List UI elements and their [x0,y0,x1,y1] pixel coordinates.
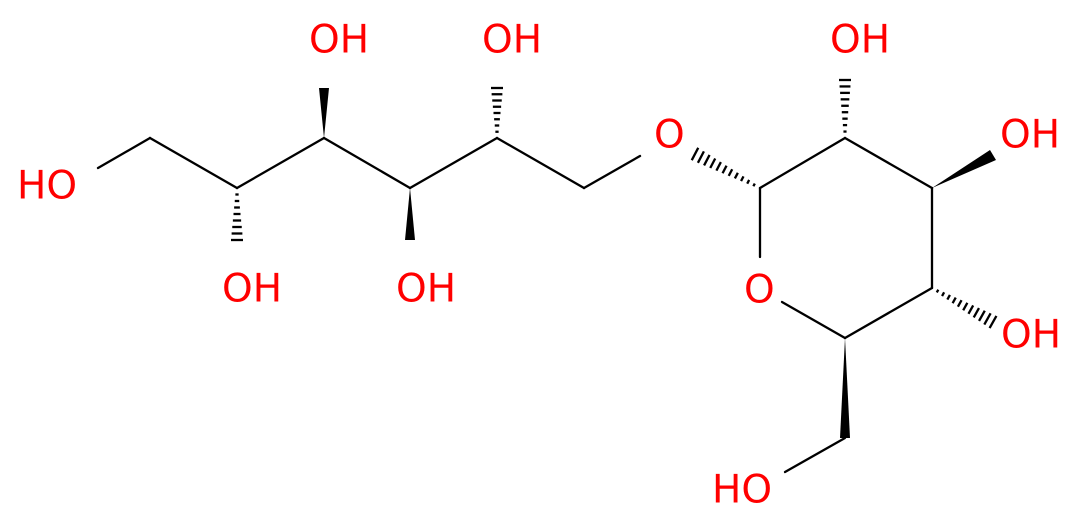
hash-stripe [983,312,992,326]
hash-stripe [696,150,705,164]
hash-stripe [703,154,711,166]
hash-stripe [956,299,963,308]
wedge-c3-oh [319,88,329,138]
hash-stripe [946,294,951,301]
hash-stripe [967,304,975,315]
bond-c2p-c3p [843,136,934,190]
hash-c4p-oh [935,289,998,329]
hash-stripe [978,310,986,322]
bond-c2-c3 [235,136,326,190]
hash-stripe [715,161,722,172]
bond-c6-ether-o [582,154,642,190]
hash-stripe [951,297,957,304]
hash-c1p-ether-o [690,147,756,187]
bond-c1p-c2p [758,136,847,190]
bond-c1-o1 [96,136,152,170]
hash-stripe [740,175,745,182]
hash-stripe [727,168,734,177]
hash-stripe [988,315,998,329]
hash-stripe [746,179,751,185]
hash-stripe [709,157,717,169]
wedge-c4-oh [405,188,415,240]
label-oh-c5: OH [482,18,542,63]
hash-c2-oh [231,193,243,242]
bond-c5-c6 [495,136,586,190]
hash-stripe [972,307,980,318]
hash-stripe [935,289,940,294]
wedge-c5p-c6p [840,338,850,438]
hash-bonds [231,78,998,329]
bond-c4-c5 [408,136,499,190]
bond-c4p-c5p [843,286,934,340]
label-oh-c2: OH [222,267,282,312]
bond-c3-c4 [322,136,412,190]
hash-stripe [733,172,739,179]
wedge-bonds [319,88,996,438]
label-ether-oxygen: O [654,113,685,158]
hash-stripe [721,165,728,174]
hash-stripe [690,147,700,161]
hash-c2p-oh [839,78,851,133]
label-ho-c1: HO [17,164,77,209]
label-oh-c4: OH [396,267,456,312]
hash-stripe [752,183,756,187]
label-oh-c3: OH [309,18,369,63]
atom-labels: HO OH OH OH OH O O OH OH OH HO [17,18,1061,513]
label-ho-c6p: HO [712,468,772,513]
label-oh-c3p: OH [1000,113,1060,158]
hash-stripe [941,291,946,297]
label-ring-oxygen: O [744,268,775,313]
bond-c5p-ring-o [780,300,847,340]
label-oh-c2p: OH [830,18,890,63]
wedge-c3p-oh [932,150,996,188]
hash-stripe [962,302,969,311]
hash-c5-oh [491,86,503,133]
label-oh-c4p: OH [1001,313,1061,358]
bond-c1-c2 [148,136,239,190]
single-bonds [96,136,934,474]
bond-c6p-o6p [783,436,847,474]
